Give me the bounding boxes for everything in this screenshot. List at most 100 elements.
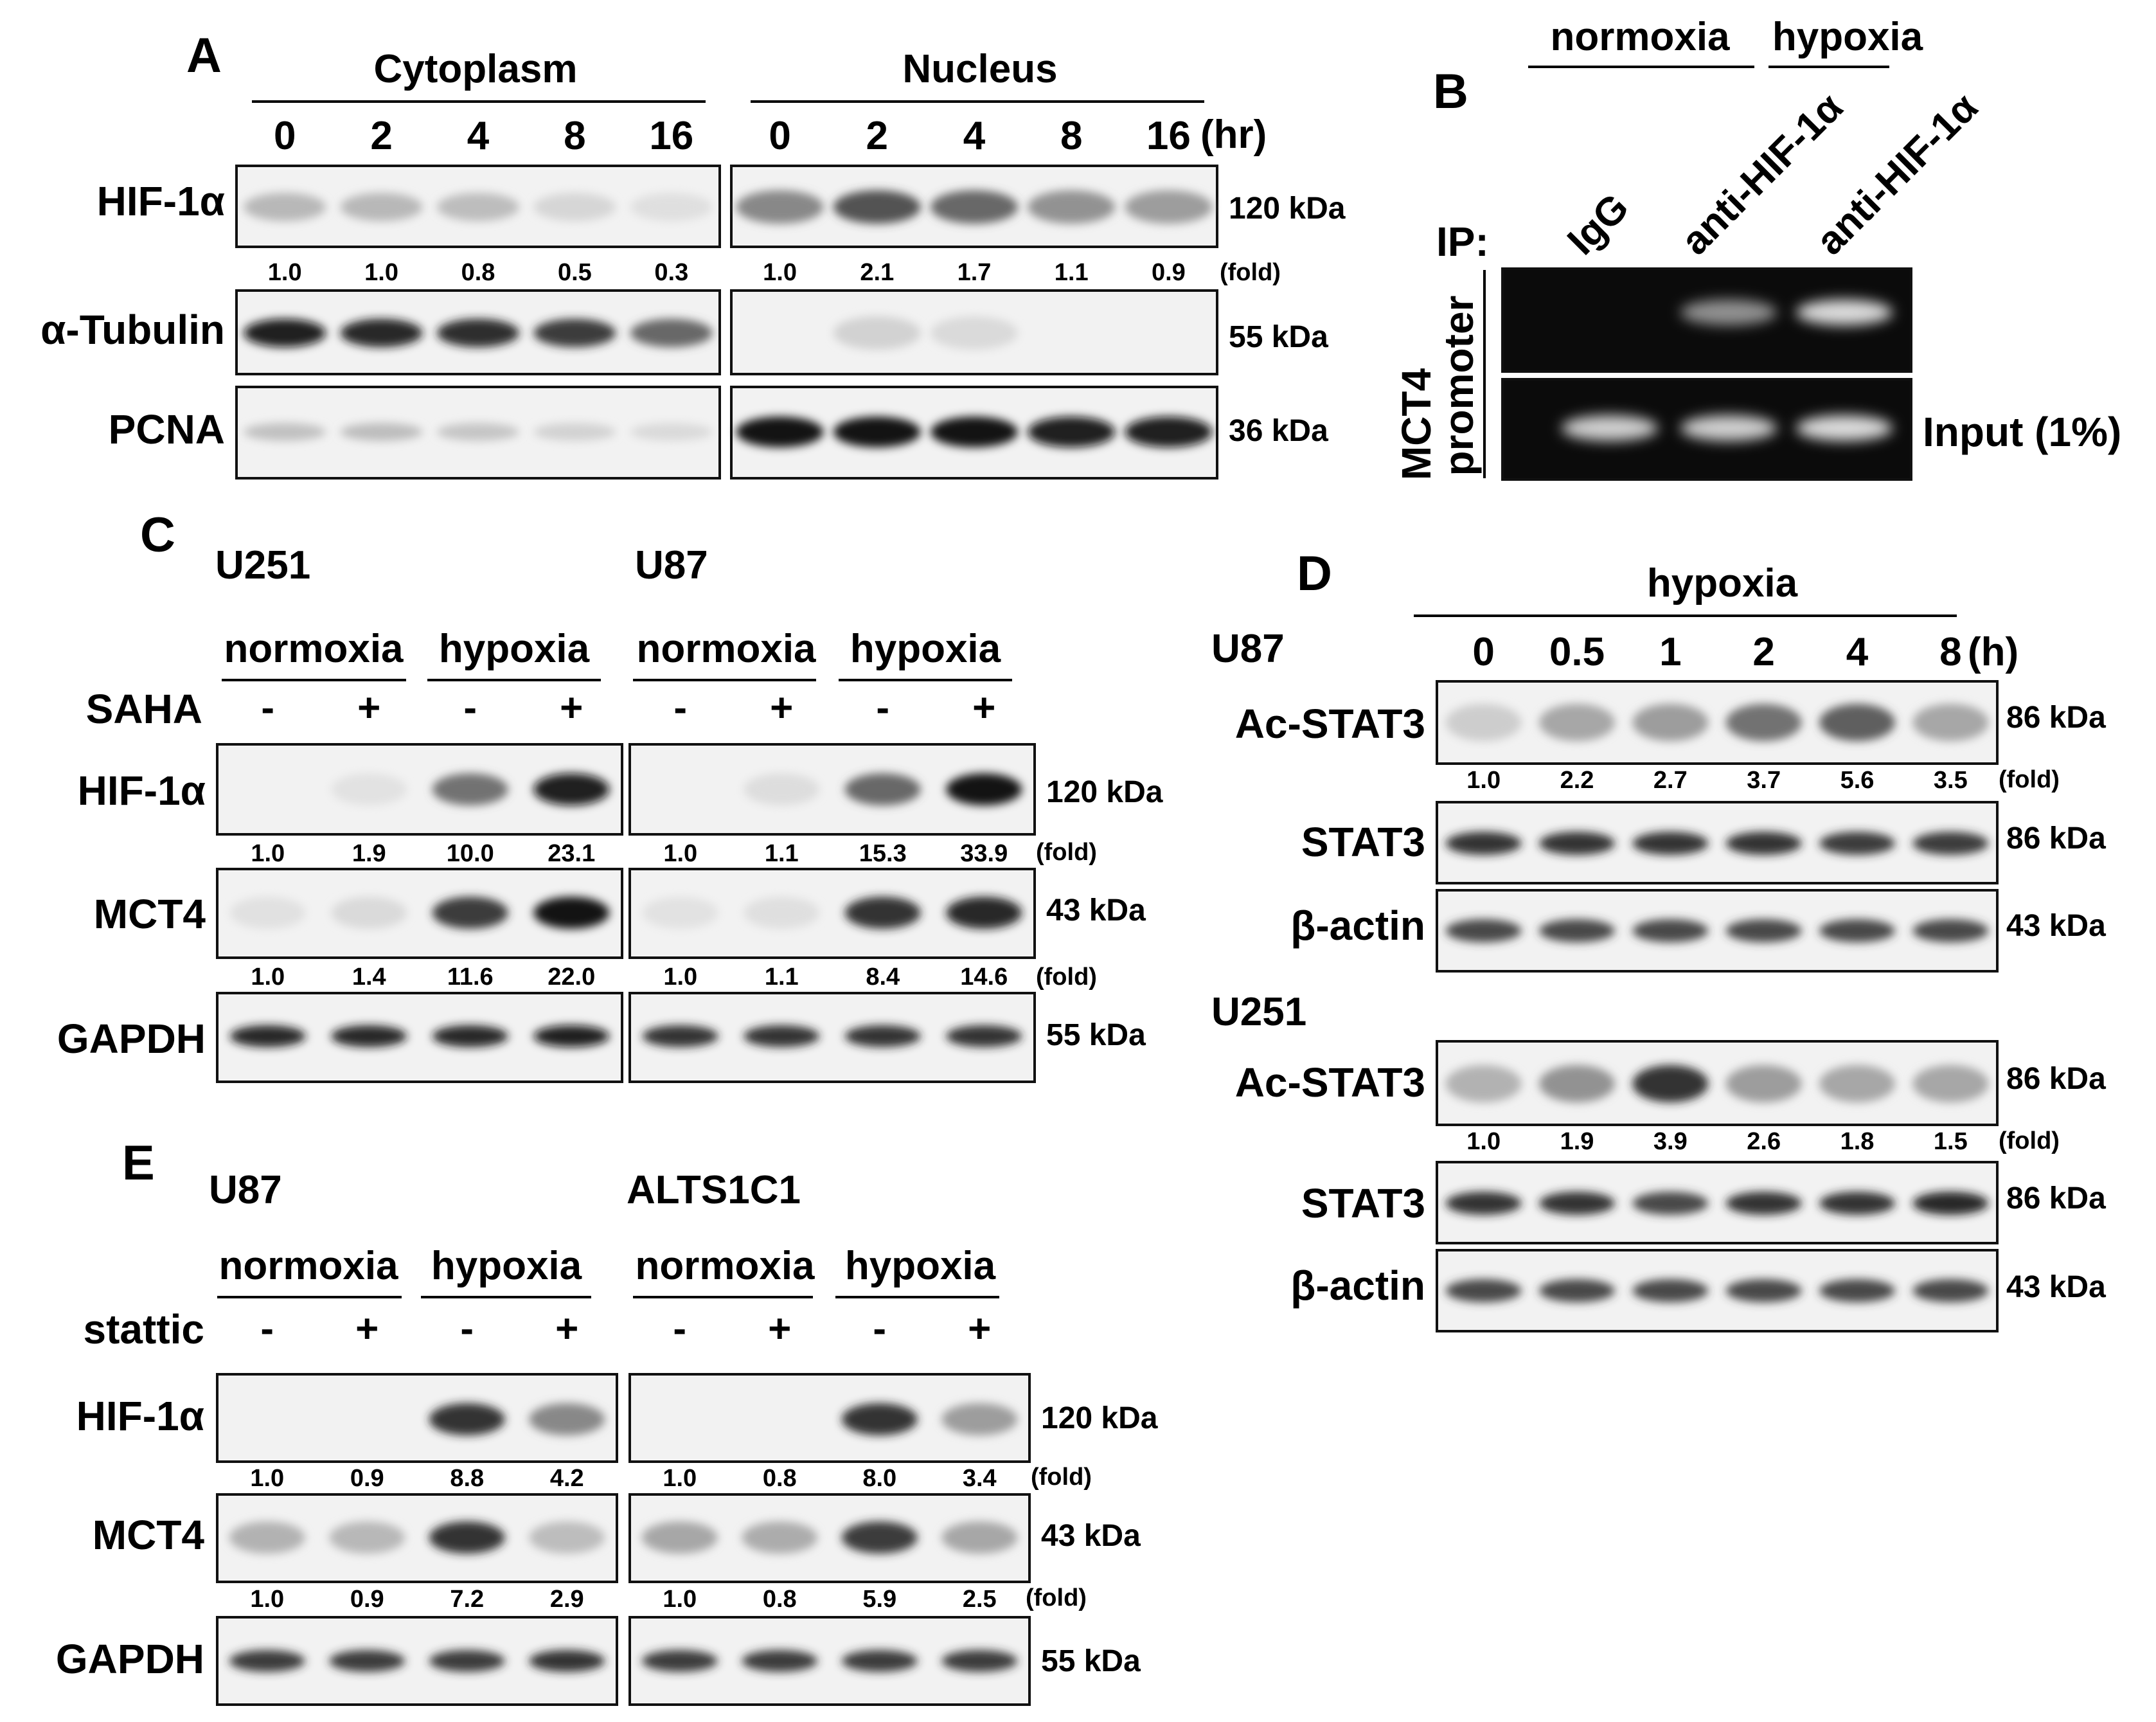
band-b xyxy=(941,1650,1018,1672)
ip-label: IP: xyxy=(1436,219,1489,265)
band-a xyxy=(331,773,407,805)
condition-normoxia-b: normoxia xyxy=(1550,15,1730,59)
fold-b: 1.0 xyxy=(663,964,697,991)
sign-b: + xyxy=(768,1307,791,1351)
band-b-input xyxy=(1680,415,1777,441)
fold-b: 1.0 xyxy=(663,840,697,867)
band-a-cyto xyxy=(533,423,616,441)
band-a-nuc xyxy=(833,190,921,224)
fold-a: 1.0 xyxy=(251,840,285,867)
row-label-hif1a: HIF-1α xyxy=(97,178,225,224)
kda-e-hif1a: 120 kDa xyxy=(1041,1401,1158,1435)
band-a xyxy=(529,1650,605,1672)
fold-b: 15.3 xyxy=(859,840,907,867)
blot-d-u87-acstat3 xyxy=(1436,680,1999,765)
sign-b: - xyxy=(876,686,889,730)
fold-a: 7.2 xyxy=(450,1586,484,1613)
band-d xyxy=(1725,1192,1802,1215)
fold-a: 10.0 xyxy=(447,840,494,867)
fold-b: 8.4 xyxy=(866,964,900,991)
fold-a: 1.0 xyxy=(250,1465,284,1492)
band-b xyxy=(641,1650,718,1672)
band-b xyxy=(946,1025,1022,1047)
fold-unit-c-2: (fold) xyxy=(1036,964,1097,991)
hypoxia-e-a: hypoxia xyxy=(431,1244,582,1288)
band-d xyxy=(1445,1192,1522,1215)
c-row-hif1a: HIF-1α xyxy=(78,767,206,814)
band-a xyxy=(529,1521,605,1554)
time-nuc: 2 xyxy=(866,114,888,158)
panel-e-label: E xyxy=(122,1136,155,1190)
band-b xyxy=(946,897,1022,929)
band-a-cyto xyxy=(533,193,616,221)
band-b xyxy=(941,1521,1018,1554)
kda-c-mct4: 43 kDa xyxy=(1046,893,1146,928)
fold-unit-a: (fold) xyxy=(1220,259,1281,286)
band-a-cyto xyxy=(340,423,423,441)
fold-a: 23.1 xyxy=(548,840,595,867)
fold-a-cyto: 0.8 xyxy=(461,259,495,286)
band-a-nuc xyxy=(1125,190,1213,224)
fold-a: 1.9 xyxy=(352,840,386,867)
sign-a: + xyxy=(357,686,380,730)
c-row-mct4: MCT4 xyxy=(94,891,206,937)
sign-a: + xyxy=(560,686,583,730)
time-cyto: 16 xyxy=(649,114,693,158)
band-a xyxy=(329,1521,405,1554)
band-a-nuc xyxy=(931,417,1018,447)
band-b xyxy=(841,1403,918,1435)
normoxia-e-a: normoxia xyxy=(218,1244,398,1288)
band-a-cyto xyxy=(244,423,326,441)
time-d: 4 xyxy=(1846,630,1869,674)
d-u87-acstat3: Ac-STAT3 xyxy=(1235,701,1425,747)
time-nuc: 16 xyxy=(1146,114,1191,158)
band-d xyxy=(1819,1279,1895,1302)
d-u251-actin: β-actin xyxy=(1290,1262,1425,1309)
band-d xyxy=(1445,1065,1522,1102)
sign-a: + xyxy=(355,1307,379,1351)
condition-hypoxia-d: hypoxia xyxy=(1647,561,1798,605)
band-a xyxy=(229,897,306,929)
d-u87-actin: β-actin xyxy=(1290,902,1425,949)
band-a-nuc xyxy=(1028,190,1116,224)
fold-d: 1.8 xyxy=(1840,1128,1875,1155)
group-cytoplasm: Cytoplasm xyxy=(374,47,578,91)
cell-u251-c: U251 xyxy=(215,543,310,587)
band-a-cyto xyxy=(630,193,713,221)
fold-b: 0.8 xyxy=(763,1586,797,1613)
band-a-cyto xyxy=(340,319,423,347)
band-a-cyto xyxy=(437,193,519,221)
row-label-pcna: PCNA xyxy=(109,406,225,453)
time-d: 0.5 xyxy=(1549,630,1605,674)
band-d xyxy=(1632,704,1709,741)
band-b xyxy=(642,1025,718,1047)
fold-d: 5.6 xyxy=(1840,767,1875,794)
fold-b: 8.0 xyxy=(862,1465,896,1492)
band-b-chip xyxy=(1796,300,1893,325)
time-d: 1 xyxy=(1659,630,1681,674)
fold-b: 3.4 xyxy=(963,1465,997,1492)
fold-a-cyto: 1.0 xyxy=(364,259,398,286)
fold-a-nuc: 1.1 xyxy=(1055,259,1089,286)
band-b xyxy=(744,1025,820,1047)
band-d xyxy=(1912,919,1989,942)
normoxia-c-a: normoxia xyxy=(224,627,404,671)
band-d xyxy=(1445,1279,1522,1302)
time-unit-h: (h) xyxy=(1968,630,2018,674)
hypoxia-e-b: hypoxia xyxy=(845,1244,996,1288)
fold-d: 2.2 xyxy=(1560,767,1594,794)
band-a-nuc xyxy=(931,190,1018,224)
sign-b: - xyxy=(873,1307,886,1351)
fold-d: 1.0 xyxy=(1466,1128,1501,1155)
kda-d-4: 86 kDa xyxy=(2006,1062,2106,1096)
fold-a-cyto: 1.0 xyxy=(268,259,302,286)
fold-unit-d-1: (fold) xyxy=(1999,766,2060,793)
side-label-mct4: MCT4 xyxy=(1393,368,1439,480)
fold-d: 2.6 xyxy=(1747,1128,1781,1155)
band-d xyxy=(1445,704,1522,741)
cell-u87-c: U87 xyxy=(635,543,708,587)
fold-b: 0.8 xyxy=(763,1465,797,1492)
band-d xyxy=(1725,919,1802,942)
